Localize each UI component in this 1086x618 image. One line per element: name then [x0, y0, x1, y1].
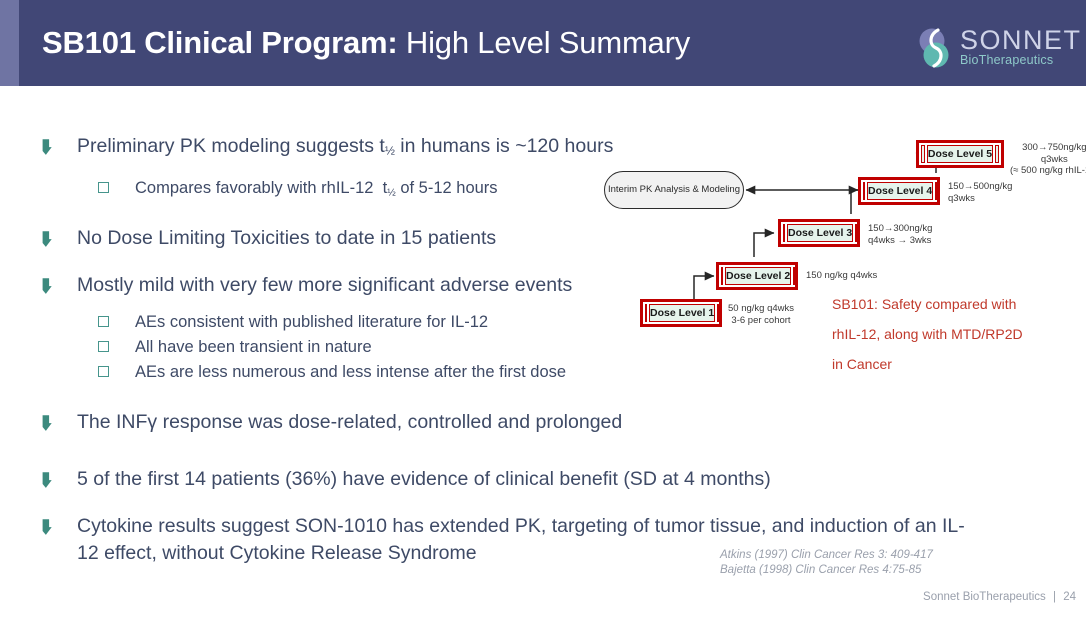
square-bullet-icon — [98, 365, 109, 377]
leaf-bullet-icon — [42, 519, 52, 535]
dose-box-core: Dose Level 5 — [926, 145, 994, 163]
list-item: AEs consistent with published literature… — [98, 310, 980, 335]
list-item-label: Cytokine results suggest SON-1010 has ex… — [77, 514, 965, 564]
dose-level-2-box: Dose Level 2 — [716, 262, 798, 290]
dose-box-left-panel — [721, 267, 723, 285]
header-band — [0, 0, 1086, 86]
list-item-label: AEs consistent with published literature… — [135, 312, 489, 331]
dose-level-4-box: Dose Level 4 — [858, 177, 940, 205]
interim-pk-label: Interim PK Analysis & Modeling — [607, 184, 740, 195]
dose-box-left-panel — [783, 224, 785, 242]
list-item-label: No Dose Limiting Toxicities to date in 1… — [77, 226, 497, 249]
dose-box-right-panel — [935, 182, 938, 200]
logo-wordmark: SONNET BioTherapeutics — [960, 25, 1082, 67]
header-accent-strip — [0, 0, 19, 86]
dose-level-1-box: Dose Level 1 — [640, 299, 722, 327]
dose-level-2-note: 150 ng/kg q4wks — [806, 270, 878, 281]
list-item-label: AEs are less numerous and less intense a… — [135, 362, 567, 381]
citation-item: Bajetta (1998) Clin Cancer Res 4:75-85 — [720, 564, 922, 576]
leaf-bullet-icon — [42, 278, 52, 294]
dose-box-right-panel — [717, 304, 720, 322]
dose-box-core: Dose Level 2 — [725, 267, 792, 285]
list-item: The INFγ response was dose-related, cont… — [40, 409, 980, 436]
citations: Atkins (1997) Clin Cancer Res 3: 409-417… — [720, 548, 933, 578]
dose-level-3-box: Dose Level 3 — [778, 219, 860, 247]
list-item: Preliminary PK modeling suggests t½ in h… — [40, 133, 980, 165]
citation-item: Atkins (1997) Clin Cancer Res 3: 409-417 — [720, 549, 933, 561]
dose-box-right-panel — [855, 224, 858, 242]
company-logo: SONNET BioTherapeutics — [916, 25, 1082, 72]
list-item-label: The INFγ response was dose-related, cont… — [77, 410, 623, 433]
list-item: No Dose Limiting Toxicities to date in 1… — [40, 225, 980, 252]
square-bullet-icon — [98, 340, 109, 352]
dose-box-core: Dose Level 1 — [649, 304, 716, 322]
dose-box-left-panel — [921, 145, 925, 163]
logo-tagline-text: BioTherapeutics — [960, 53, 1054, 67]
slide-footer: Sonnet BioTherapeutics | 24 — [923, 591, 1076, 603]
dose-level-1-label: Dose Level 1 — [650, 307, 715, 319]
dose-level-2-label: Dose Level 2 — [726, 270, 791, 282]
leaf-bullet-icon — [42, 231, 52, 247]
dose-level-5-label: Dose Level 5 — [927, 148, 993, 160]
list-item-label: 5 of the first 14 patients (36%) have ev… — [77, 467, 771, 490]
logo-sonnet-text: SONNET — [960, 25, 1082, 55]
leaf-bullet-icon — [42, 472, 52, 488]
footer-page-number: 24 — [1063, 591, 1076, 603]
list-item: Compares favorably with rhIL-12 t½ of 5-… — [98, 176, 980, 205]
dose-box-right-panel — [793, 267, 796, 285]
leaf-bullet-icon — [42, 415, 52, 431]
page-title: SB101 Clinical Program: High Level Summa… — [42, 25, 690, 61]
dose-level-4-label: Dose Level 4 — [868, 185, 933, 197]
sonnet-yin-yang-mark — [919, 28, 949, 68]
dose-escalation-diagram: Interim PK Analysis & Modeling Dose Leve… — [596, 133, 1086, 373]
list-item-label: Compares favorably with rhIL-12 t½ of 5-… — [135, 178, 498, 198]
safety-callout-line-3: in Cancer — [832, 356, 892, 372]
list-item-label: Preliminary PK modeling suggests t½ in h… — [77, 135, 614, 158]
list-item: All have been transient in nature — [98, 335, 980, 360]
dose-box-core: Dose Level 3 — [787, 224, 854, 242]
list-item: Mostly mild with very few more significa… — [40, 272, 980, 299]
safety-callout-line-2: rhIL-12, along with MTD/RP2D — [832, 326, 1023, 342]
page-title-secondary: High Level Summary — [405, 25, 691, 60]
square-bullet-icon — [98, 315, 109, 327]
interim-pk-node: Interim PK Analysis & Modeling — [604, 171, 744, 209]
footer-company: Sonnet BioTherapeutics — [923, 591, 1046, 603]
dose-box-core: Dose Level 4 — [867, 182, 934, 200]
safety-callout: SB101: Safety compared with rhIL-12, alo… — [832, 289, 1062, 379]
dose-box-left-panel — [863, 182, 865, 200]
dose-box-left-panel — [645, 304, 647, 322]
bullet-list: Preliminary PK modeling suggests t½ in h… — [40, 133, 980, 567]
dose-level-3-label: Dose Level 3 — [788, 227, 853, 239]
page-title-primary: SB101 Clinical Program: — [42, 25, 398, 60]
dose-box-right-panel — [995, 145, 999, 163]
list-item: AEs are less numerous and less intense a… — [98, 360, 980, 385]
list-item: 5 of the first 14 patients (36%) have ev… — [40, 466, 980, 493]
leaf-bullet-icon — [42, 139, 52, 155]
list-item: Cytokine results suggest SON-1010 has ex… — [40, 513, 980, 567]
list-item-label: Mostly mild with very few more significa… — [77, 273, 573, 296]
dose-level-5-box: Dose Level 5 — [916, 140, 1004, 168]
footer-separator: | — [1053, 591, 1056, 603]
safety-callout-line-1: SB101: Safety compared with — [832, 296, 1017, 312]
list-item-label: All have been transient in nature — [135, 337, 372, 356]
square-bullet-icon — [98, 181, 109, 193]
